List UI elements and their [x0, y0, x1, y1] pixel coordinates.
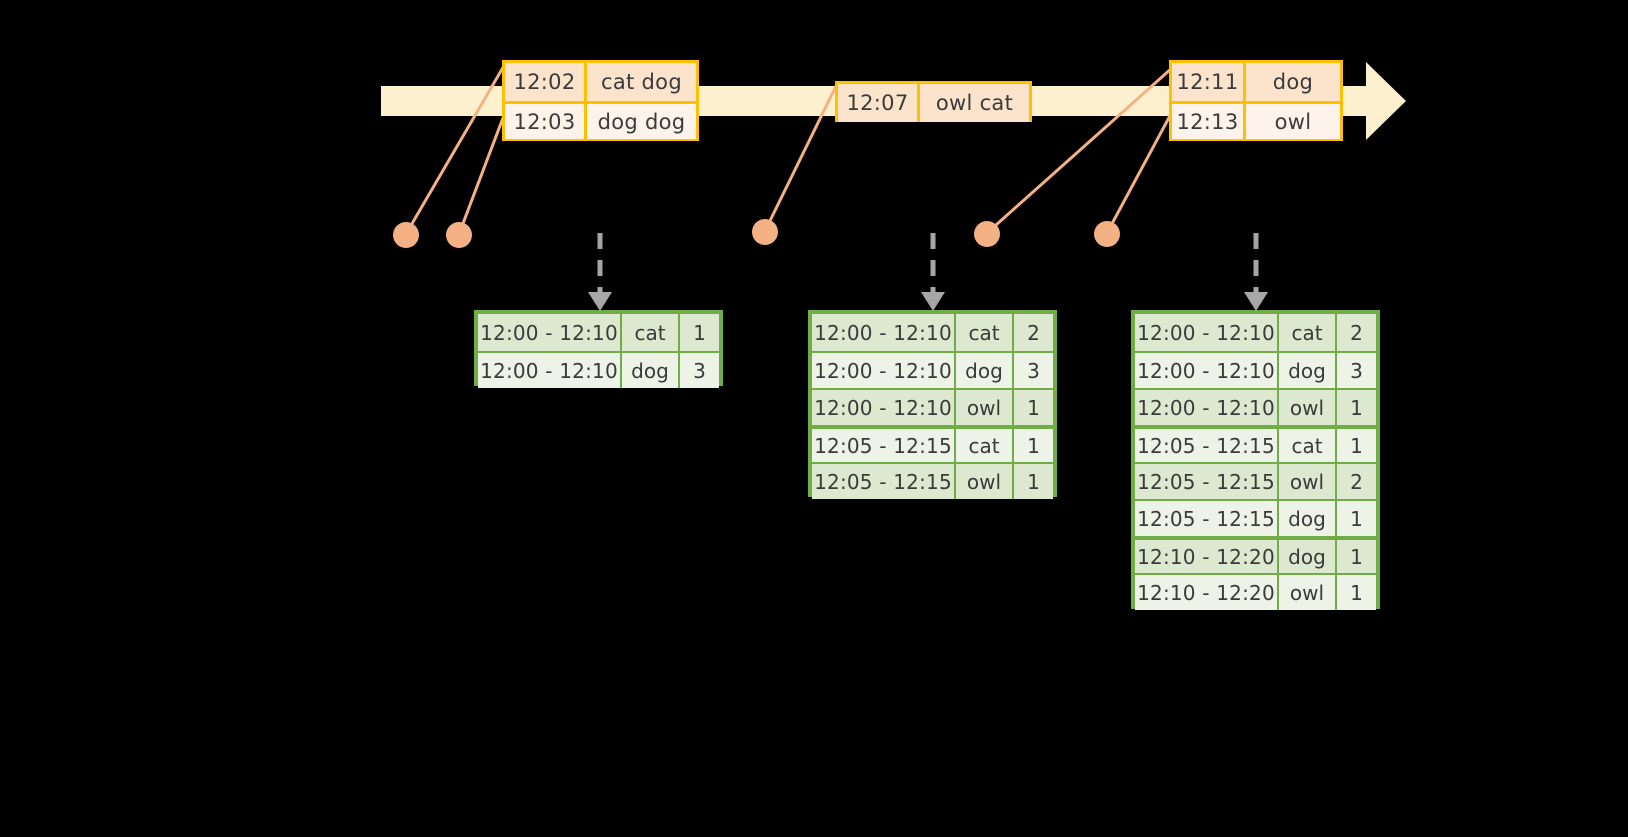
window-cell: 12:00 - 12:10 [812, 314, 956, 351]
table-row: 12:05 - 12:15 cat 1 [812, 425, 1053, 462]
table-row: 12:00 - 12:10 dog 3 [478, 351, 719, 388]
window-cell: 12:05 - 12:15 [1135, 501, 1279, 536]
key-cell: owl [1279, 575, 1337, 610]
window-cell: 12:05 - 12:15 [1135, 464, 1279, 499]
table-row: 12:05 - 12:15 owl 2 [1135, 462, 1376, 499]
event-words: owl cat [935, 91, 1014, 115]
count-cell: 3 [1350, 358, 1363, 383]
key-cell: cat [1279, 429, 1337, 462]
event-row: 12:02 cat dog [505, 63, 696, 101]
count-cell: 1 [1350, 506, 1363, 531]
count-cell: 3 [1027, 358, 1040, 383]
connector-line-5 [1105, 111, 1174, 234]
window-cell: 12:00 - 12:10 [478, 353, 622, 388]
count-cell: 1 [1350, 544, 1363, 569]
event-row: 12:13 owl [1172, 101, 1340, 139]
key-cell: dog [622, 353, 680, 388]
key-cell: owl [1279, 390, 1337, 425]
table-row: 12:05 - 12:15 cat 1 [1135, 425, 1376, 462]
result-table-2: 12:00 - 12:10 cat 2 12:00 - 12:10 dog 3 … [808, 310, 1057, 499]
window-cell: 12:10 - 12:20 [1135, 540, 1279, 573]
event-words: dog dog [597, 109, 686, 134]
table-row: 12:10 - 12:20 dog 1 [1135, 536, 1376, 573]
dashed-arrows [588, 233, 1268, 311]
connector-line-2 [457, 109, 508, 235]
count-cell: 1 [1027, 433, 1040, 458]
table-row: 12:00 - 12:10 dog 3 [1135, 351, 1376, 388]
key-cell: cat [956, 314, 1014, 351]
table-row: 12:00 - 12:10 cat 1 [478, 314, 719, 351]
key-cell: dog [956, 353, 1014, 388]
table-row: 12:05 - 12:15 owl 1 [812, 462, 1053, 499]
window-cell: 12:00 - 12:10 [1135, 314, 1279, 351]
key-cell: dog [1279, 501, 1337, 536]
connector-dot-2 [446, 222, 472, 248]
table-row: 12:00 - 12:10 dog 3 [812, 351, 1053, 388]
count-cell: 2 [1027, 320, 1040, 345]
table-row: 12:00 - 12:10 cat 2 [1135, 314, 1376, 351]
event-words: dog [1272, 70, 1314, 94]
table-row: 12:00 - 12:10 cat 2 [812, 314, 1053, 351]
key-cell: cat [956, 429, 1014, 462]
count-cell: 1 [1027, 469, 1040, 494]
count-cell: 1 [1350, 433, 1363, 458]
count-cell: 1 [1027, 395, 1040, 420]
window-cell: 12:00 - 12:10 [1135, 390, 1279, 425]
window-cell: 12:10 - 12:20 [1135, 575, 1279, 610]
count-cell: 2 [1350, 320, 1363, 345]
key-cell: cat [622, 314, 680, 351]
event-time: 12:07 [838, 84, 920, 122]
connector-dot-4 [974, 221, 1000, 247]
connector-line-3 [763, 81, 840, 232]
event-row: 12:03 dog dog [505, 101, 696, 139]
key-cell: owl [1279, 464, 1337, 499]
window-cell: 12:00 - 12:10 [1135, 353, 1279, 388]
event-time: 12:03 [505, 104, 587, 139]
event-time: 12:13 [1172, 104, 1246, 139]
dashed-arrow-3 [1244, 233, 1268, 311]
window-cell: 12:05 - 12:15 [812, 464, 956, 499]
key-cell: dog [1279, 353, 1337, 388]
connector-dots [393, 219, 1120, 248]
dashed-arrow-2 [921, 233, 945, 311]
count-cell: 2 [1350, 469, 1363, 494]
event-group-1: 12:02 cat dog 12:03 dog dog [502, 60, 699, 141]
key-cell: owl [956, 464, 1014, 499]
dashed-arrow-1 [588, 233, 612, 311]
event-row: 12:11 dog [1172, 63, 1340, 101]
count-cell: 1 [1350, 395, 1363, 420]
event-words: cat dog [601, 70, 682, 94]
event-words: owl [1274, 109, 1312, 134]
event-time: 12:11 [1172, 63, 1246, 101]
event-row: 12:07 owl cat [838, 84, 1029, 122]
result-table-3: 12:00 - 12:10 cat 2 12:00 - 12:10 dog 3 … [1131, 310, 1380, 610]
connector-line-1 [404, 63, 507, 235]
key-cell: owl [956, 390, 1014, 425]
connector-dot-5 [1094, 221, 1120, 247]
window-cell: 12:05 - 12:15 [1135, 429, 1279, 462]
connector-dot-1 [393, 222, 419, 248]
result-table-1: 12:00 - 12:10 cat 1 12:00 - 12:10 dog 3 [474, 310, 723, 388]
table-row: 12:00 - 12:10 owl 1 [812, 388, 1053, 425]
key-cell: dog [1279, 540, 1337, 573]
window-cell: 12:05 - 12:15 [812, 429, 956, 462]
window-cell: 12:00 - 12:10 [812, 390, 956, 425]
count-cell: 1 [693, 320, 706, 345]
event-group-3: 12:11 dog 12:13 owl [1169, 60, 1343, 141]
event-group-2: 12:07 owl cat [835, 81, 1032, 122]
window-cell: 12:00 - 12:10 [478, 314, 622, 351]
window-cell: 12:00 - 12:10 [812, 353, 956, 388]
count-cell: 1 [1350, 580, 1363, 605]
key-cell: cat [1279, 314, 1337, 351]
table-row: 12:00 - 12:10 owl 1 [1135, 388, 1376, 425]
table-row: 12:05 - 12:15 dog 1 [1135, 499, 1376, 536]
table-row: 12:10 - 12:20 owl 1 [1135, 573, 1376, 610]
connector-dot-3 [752, 219, 778, 245]
count-cell: 3 [693, 358, 706, 383]
event-time: 12:02 [505, 63, 587, 101]
